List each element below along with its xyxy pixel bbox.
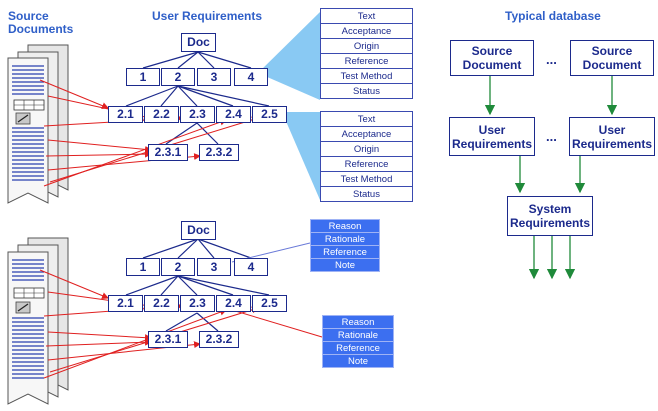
tree-2-node-2-3-1: 2.3.1 [148,331,188,348]
tree-2-node-2-4: 2.4 [216,295,251,312]
note-cell: Rationale [322,328,394,342]
note-cell: Reason [322,315,394,329]
attribute-cell: Test Method [320,171,413,187]
tree-1-links [125,51,270,145]
note-leader-2 [221,306,323,338]
attribute-cell: Text [320,8,413,24]
tree-2-node-2-3: 2.3 [180,295,215,312]
attribute-cell: Status [320,83,413,99]
tree-2-node-2-5: 2.5 [252,295,287,312]
note-cell: Reason [310,219,380,233]
attribute-cell: Status [320,186,413,202]
tree-1-doc-node: Doc [181,33,216,52]
tree-2-node-4: 4 [234,258,268,276]
attribute-cell: Acceptance [320,126,413,142]
db-ellipsis-2: ... [546,129,557,144]
tree-1-node-4: 4 [234,68,268,86]
attribute-cell: Acceptance [320,23,413,39]
tree-1-node-2-3-1: 2.3.1 [148,144,188,161]
callout-wedge-1 [258,12,320,100]
tree-2-node-1: 1 [126,258,160,276]
document-stack-1 [7,44,69,204]
tree-2-node-2-1: 2.1 [108,295,143,312]
attribute-cell: Test Method [320,68,413,84]
db-user-requirements-1: User Requirements [449,117,535,156]
db-source-document-2: Source Document [570,40,654,76]
attribute-cell: Origin [320,38,413,54]
tree-1-node-2-4: 2.4 [216,106,251,123]
tree-1-node-2-3: 2.3 [180,106,215,123]
database-flow-arrows [484,76,618,280]
note-cell: Reference [322,341,394,355]
source-documents-title: Source Documents [8,9,74,36]
callout-wedge-2 [282,112,320,200]
attribute-cell: Text [320,111,413,127]
tree-1-node-2-5: 2.5 [252,106,287,123]
note-cell: Rationale [310,232,380,246]
tree-2-doc-node: Doc [181,221,216,240]
tree-1-node-2-2: 2.2 [144,106,179,123]
tree-1-node-2-1: 2.1 [108,106,143,123]
typical-database-title: Typical database [505,9,601,23]
tree-1-node-2-3-2: 2.3.2 [199,144,239,161]
attribute-cell: Reference [320,53,413,69]
db-ellipsis-1: ... [546,52,557,67]
note-cell: Note [322,354,394,368]
tree-1-node-3: 3 [197,68,231,86]
db-system-requirements: System Requirements [507,196,593,236]
tree-2-node-2: 2 [161,258,195,276]
tree-2-node-2-3-2: 2.3.2 [199,331,239,348]
attribute-cell: Reference [320,156,413,172]
tree-1-node-1: 1 [126,68,160,86]
tree-2-links [125,238,270,332]
db-user-requirements-2: User Requirements [569,117,655,156]
user-requirements-title: User Requirements [152,9,263,23]
tree-2-node-2-2: 2.2 [144,295,179,312]
attribute-cell: Origin [320,141,413,157]
tree-2-node-3: 3 [197,258,231,276]
tree-1-node-2: 2 [161,68,195,86]
document-stack-2 [7,237,69,405]
note-cell: Reference [310,245,380,259]
db-source-document-1: Source Document [450,40,534,76]
note-cell: Note [310,258,380,272]
